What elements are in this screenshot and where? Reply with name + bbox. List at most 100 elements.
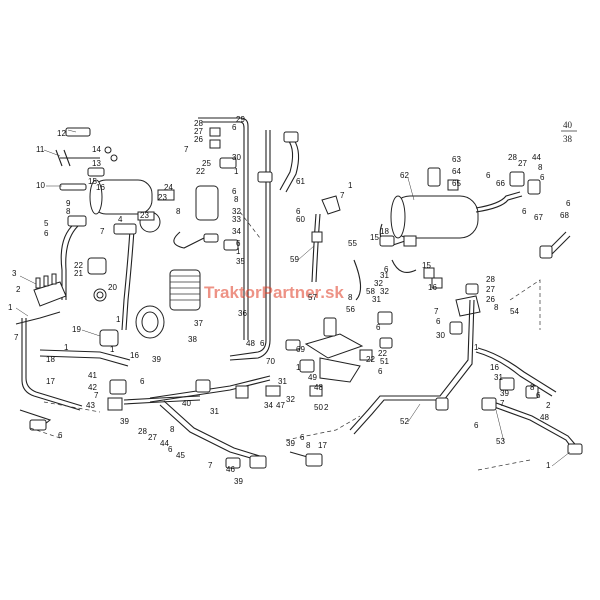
callout-1d: 1 — [110, 345, 115, 354]
callout-34b: 34 — [264, 401, 273, 410]
callout-1j: 1 — [546, 461, 551, 470]
callout-27: 27 — [148, 433, 157, 442]
leader-lines — [15, 129, 571, 467]
callout-52: 52 — [400, 417, 409, 426]
callout-67: 67 — [534, 213, 543, 222]
callout-6c: 6 — [140, 377, 145, 386]
callout-30: 30 — [232, 153, 241, 162]
callout-31c: 31 — [380, 271, 389, 280]
callout-25: 25 — [202, 159, 211, 168]
callout-22d: 22 — [366, 355, 375, 364]
callout-18b: 18 — [380, 227, 389, 236]
callout-9: 9 — [66, 199, 71, 208]
callout-2c: 2 — [546, 401, 551, 410]
zone-dashed-lines — [29, 211, 541, 471]
tee-fitting-54 — [455, 295, 481, 317]
callout-58: 58 — [366, 287, 375, 296]
callout-28c: 28 — [508, 153, 517, 162]
callout-15c: 15 — [422, 261, 431, 270]
callout-8g: 8 — [538, 163, 543, 172]
callout-6p: 6 — [522, 207, 527, 216]
right-middle-fittings — [377, 267, 481, 349]
callout-48c: 48 — [540, 413, 549, 422]
callout-7f: 7 — [340, 191, 345, 200]
left-upper-assembly — [55, 127, 175, 331]
callout-13: 13 — [92, 159, 101, 168]
left-lower-pipework — [15, 311, 201, 431]
callout-22: 22 — [74, 261, 83, 270]
callout-8e: 8 — [306, 441, 311, 450]
callout-33: 33 — [232, 215, 241, 224]
callout-32b: 32 — [286, 395, 295, 404]
callout-27d: 27 — [486, 285, 495, 294]
callout-48b: 48 — [314, 383, 323, 392]
callout-64: 64 — [452, 167, 461, 176]
callout-16d: 16 — [490, 363, 499, 372]
callout-1b: 1 — [116, 315, 121, 324]
callout-28: 28 — [138, 427, 147, 436]
callout-6t: 6 — [474, 421, 479, 430]
callout-7: 7 — [100, 227, 105, 236]
callout-1h: 1 — [348, 181, 353, 190]
callout-6r: 6 — [436, 317, 441, 326]
callout-45: 45 — [176, 451, 185, 460]
left-valve-block — [33, 257, 119, 347]
callout-6e: 6 — [232, 123, 237, 132]
callout-8: 8 — [66, 207, 71, 216]
callout-65: 65 — [452, 179, 461, 188]
callout-14: 14 — [92, 145, 101, 154]
callout-1i: 1 — [474, 343, 479, 352]
callout-6o: 6 — [540, 173, 545, 182]
callout-55: 55 — [348, 239, 357, 248]
callout-27b: 27 — [194, 127, 203, 136]
callout-6q: 6 — [566, 199, 571, 208]
callout-6: 6 — [44, 229, 49, 238]
callout-32c: 32 — [374, 279, 383, 288]
callout-28b: 28 — [194, 119, 203, 128]
callout-24: 24 — [164, 183, 173, 192]
callout-31b: 31 — [278, 377, 287, 386]
callout-51: 51 — [380, 357, 389, 366]
callout-7g: 7 — [434, 307, 439, 316]
page-number-top: 40 — [563, 120, 573, 130]
callout-11: 11 — [36, 145, 45, 154]
valve-body-57 — [304, 333, 364, 359]
callout-6d: 6 — [168, 445, 173, 454]
callout-6b: 6 — [58, 431, 63, 440]
callout-31e: 31 — [494, 373, 503, 382]
callout-44: 44 — [160, 439, 169, 448]
callout-53: 53 — [496, 437, 505, 446]
callout-27c: 27 — [518, 159, 527, 168]
callout-36: 36 — [238, 309, 247, 318]
bracket-12 — [65, 127, 91, 137]
callout-3: 3 — [12, 269, 17, 278]
callout-31d: 31 — [372, 295, 381, 304]
callout-12: 12 — [57, 129, 66, 138]
callout-39b: 39 — [120, 417, 129, 426]
callout-70: 70 — [266, 357, 275, 366]
callout-6h: 6 — [260, 339, 265, 348]
callout-34: 34 — [232, 227, 241, 236]
callout-46: 46 — [226, 465, 235, 474]
callout-47: 47 — [276, 401, 285, 410]
callout-5: 5 — [44, 219, 49, 228]
callout-61: 61 — [296, 177, 305, 186]
callout-39d: 39 — [286, 439, 295, 448]
callout-6j: 6 — [296, 207, 301, 216]
page-number: 40 38 — [561, 120, 577, 144]
callout-32d: 32 — [380, 287, 389, 296]
callout-28d: 28 — [486, 275, 495, 284]
callout-1f: 1 — [236, 247, 241, 256]
callout-21: 21 — [74, 269, 83, 278]
callout-22b: 22 — [196, 167, 205, 176]
callout-7e: 7 — [184, 145, 189, 154]
callout-4: 4 — [118, 215, 123, 224]
callout-7h: 7 — [500, 399, 505, 408]
callout-39: 39 — [152, 355, 161, 364]
callout-43: 43 — [86, 401, 95, 410]
valve-19 — [99, 329, 119, 347]
callout-50: 50 — [314, 403, 323, 412]
callout-39c: 39 — [234, 477, 243, 486]
callout-37: 37 — [194, 319, 203, 328]
